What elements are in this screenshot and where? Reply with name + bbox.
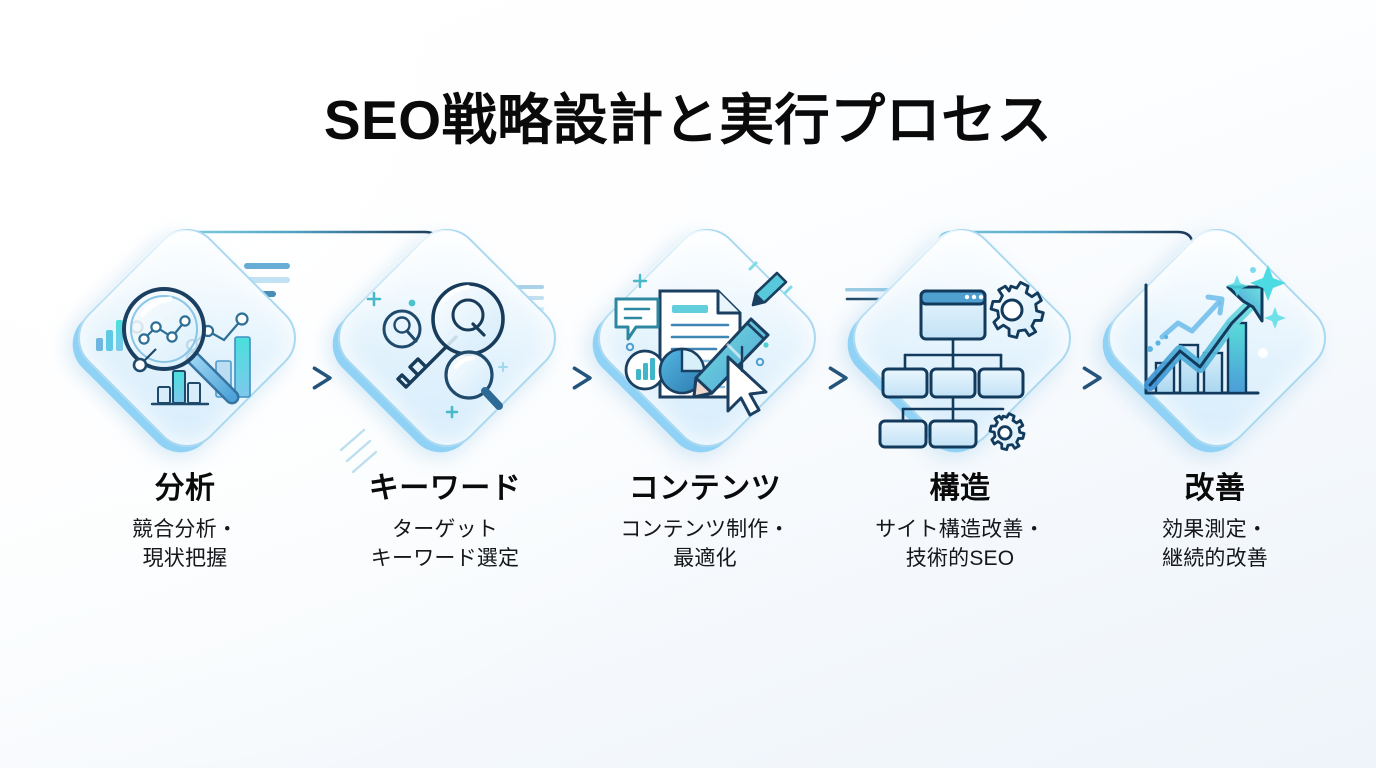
- page-title: SEO戦略設計と実行プロセス: [323, 89, 1053, 151]
- decor-sparkles: [366, 291, 459, 419]
- step-badge: [63, 214, 311, 462]
- document-pencil-icon: [614, 261, 793, 417]
- magnifier-analytics-icon: [96, 287, 251, 406]
- decor-sparkles: [1226, 265, 1286, 329]
- key-shape: [396, 282, 505, 389]
- step-description: 競合分析・ 現状把握: [60, 516, 310, 574]
- mini-barchart-icon: [624, 349, 666, 391]
- step-desc-line: キーワード選定: [370, 547, 520, 571]
- small-bars: [150, 370, 210, 406]
- small-magnifier-outline: [382, 309, 422, 349]
- step-desc-line: 競合分析・: [132, 518, 238, 542]
- chat-bubble-icon: [614, 297, 660, 341]
- step-desc-line: ターゲット: [392, 518, 498, 542]
- step-badge: [583, 214, 831, 462]
- step-title: キーワード: [368, 472, 522, 505]
- decor-cross: [498, 362, 508, 372]
- step-description: コンテンツ制作・ 最適化: [580, 516, 830, 574]
- step-badge: [838, 214, 1086, 462]
- step-title: 改善: [1184, 472, 1246, 505]
- step-description: ターゲット キーワード選定: [320, 516, 570, 574]
- lower-magnifier: [444, 350, 503, 410]
- gear-icon-large: [989, 280, 1045, 339]
- step-badge: [1093, 214, 1341, 462]
- step-desc-line: 効果測定・: [1162, 518, 1268, 542]
- growth-chart-icon: [1144, 265, 1286, 395]
- cursor-icon: [726, 355, 768, 417]
- step-desc-line: 継続的改善: [1162, 547, 1268, 571]
- sitemap-gear-icon: [878, 280, 1045, 451]
- step-desc-line: 技術的SEO: [905, 547, 1015, 571]
- tree-connectors: [901, 337, 1005, 423]
- tree-node: [881, 367, 929, 399]
- step-desc-line: 最適化: [673, 547, 737, 571]
- pie-chart-icon: [658, 347, 706, 395]
- key-search-icon: [366, 282, 508, 419]
- step-analysis[interactable]: 分析 競合分析・ 現状把握: [60, 214, 311, 574]
- tree-node: [928, 419, 978, 449]
- secondary-arrow: [1159, 294, 1225, 340]
- step-content[interactable]: コンテンツ コンテンツ制作・ 最適化: [580, 214, 831, 574]
- tree-node: [929, 367, 977, 399]
- mini-bars: [96, 320, 123, 351]
- growth-arrow: [1144, 285, 1264, 391]
- gear-icon-small: [988, 412, 1026, 451]
- decor-dots: [1147, 334, 1169, 352]
- decor-sparkles: [632, 273, 648, 289]
- step-desc-line: コンテンツ制作・: [620, 518, 790, 542]
- step-keyword[interactable]: キーワード ターゲット キーワード選定: [320, 214, 571, 574]
- tree-node: [878, 419, 928, 449]
- step-improvement[interactable]: 改善 効果測定・ 継続的改善: [1090, 214, 1341, 574]
- step-desc-line: サイト構造改善・: [875, 518, 1045, 542]
- step-structure[interactable]: 構造 サイト構造改善・ 技術的SEO: [835, 214, 1086, 574]
- tree-node: [977, 367, 1025, 399]
- step-title: 構造: [929, 472, 991, 505]
- step-title: 分析: [154, 472, 216, 505]
- step-badge: [323, 214, 571, 462]
- browser-window-node: [919, 289, 987, 341]
- step-description: サイト構造改善・ 技術的SEO: [835, 516, 1085, 574]
- small-pencil-icon: [751, 271, 788, 307]
- step-desc-line: 現状把握: [142, 547, 228, 571]
- step-title: コンテンツ: [628, 472, 782, 505]
- step-description: 効果測定・ 継続的改善: [1090, 516, 1340, 574]
